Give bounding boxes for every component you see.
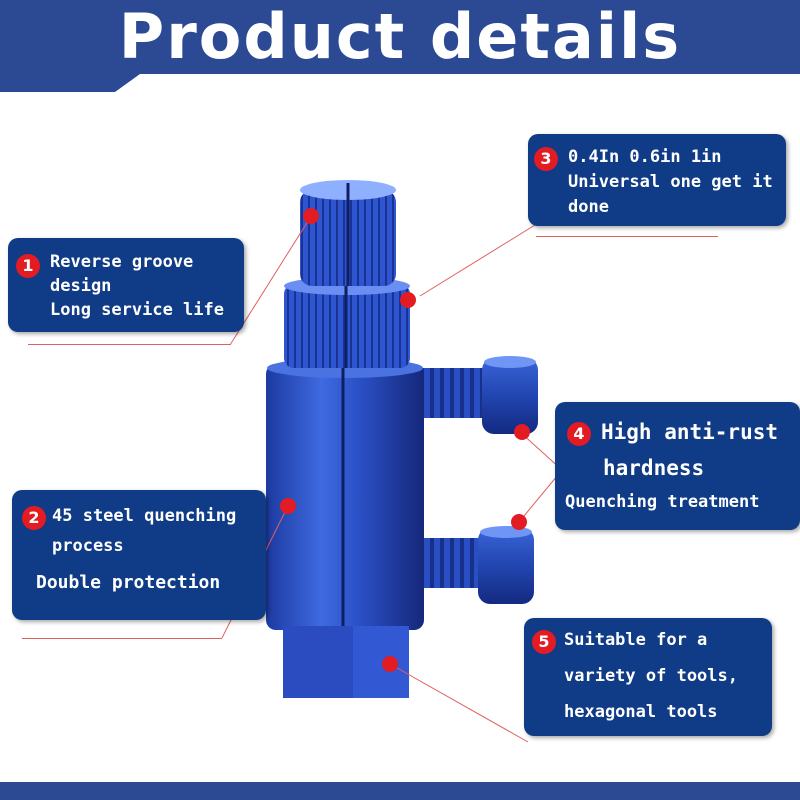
hex-base xyxy=(283,626,409,698)
callout-4-line-2: hardness xyxy=(603,456,705,480)
callout-3-number: 3 xyxy=(534,147,558,171)
callout-2: 2 45 steel quenching process Double prot… xyxy=(12,490,266,620)
pointer-dots xyxy=(280,208,530,672)
callout-5-line-2: variety of tools, xyxy=(564,666,738,686)
upper-screw-head xyxy=(482,356,538,434)
page-title: Product details xyxy=(118,0,682,73)
callout-2-underline xyxy=(22,638,222,639)
callout-5-line-1: Suitable for a xyxy=(564,630,708,650)
callout-3-underline xyxy=(536,236,718,237)
upper-cap xyxy=(300,180,396,286)
callout-5: 5 Suitable for a variety of tools, hexag… xyxy=(524,618,772,736)
callout-1: 1 Reverse groove design Long service lif… xyxy=(8,238,244,332)
callout-1-number: 1 xyxy=(16,254,40,278)
callout-3-line-3: done xyxy=(568,197,609,217)
callout-5-number: 5 xyxy=(532,630,556,654)
lower-cap xyxy=(284,277,410,368)
callout-3-line-1: 0.4In 0.6in 1in xyxy=(568,147,722,167)
callout-4: 4 High anti-rust hardness Quenching trea… xyxy=(555,402,800,530)
callout-2-line-2: process xyxy=(52,536,124,556)
callout-2-line-3: Double protection xyxy=(36,572,221,593)
lower-screw-thread xyxy=(412,538,490,588)
callout-1-line-3: Long service life xyxy=(50,300,224,320)
callout-4-number: 4 xyxy=(567,422,591,446)
callout-4-line-1: High anti-rust xyxy=(601,420,779,444)
callout-5-line-3: hexagonal tools xyxy=(564,702,718,722)
callout-2-number: 2 xyxy=(22,506,46,530)
lower-screw-head xyxy=(478,526,534,604)
callout-4-line-3: Quenching treatment xyxy=(565,492,760,512)
callout-1-underline xyxy=(28,344,230,345)
main-body xyxy=(266,358,424,630)
callout-2-line-1: 45 steel quenching xyxy=(52,506,237,526)
callout-3-line-2: Universal one get it xyxy=(568,172,773,192)
callout-1-line-1: Reverse groove xyxy=(50,252,194,272)
footer-band xyxy=(0,782,800,800)
callout-1-line-2: design xyxy=(50,276,112,296)
callout-3: 3 0.4In 0.6in 1in Universal one get it d… xyxy=(528,134,786,226)
